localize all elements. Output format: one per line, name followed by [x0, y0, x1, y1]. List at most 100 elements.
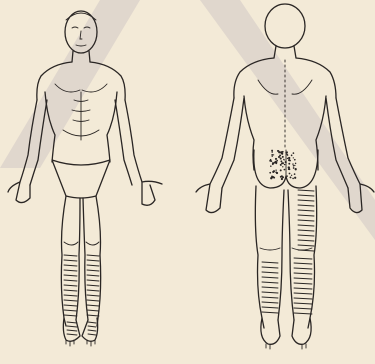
stipple-dot [290, 176, 292, 178]
front-right-shin-hatch-line [64, 285, 77, 286]
stipple-dot [270, 160, 272, 162]
stipple-dot [282, 166, 283, 167]
back-right-hand [196, 184, 222, 213]
stipple-dot [288, 166, 290, 168]
front-left-foot-hatch-line [88, 334, 96, 335]
front-left-foot-hatch-line [88, 322, 96, 323]
stipple-dot [278, 156, 280, 158]
front-right-shin-hatch-line [64, 255, 77, 256]
posterior-right-calf-hatch-line [262, 312, 278, 313]
stipple-dot [276, 160, 278, 162]
front-briefs [52, 160, 110, 198]
stipple-dot [272, 156, 273, 157]
posterior-right-calf-hatch-line [262, 272, 278, 273]
posterior-left-calf-hatch-line [294, 293, 312, 294]
stipple-dot [284, 164, 285, 165]
stipple-dot [271, 154, 273, 156]
posterior-right-calf-hatch-line [262, 262, 278, 263]
front-left-shin-hatch-line [87, 300, 99, 301]
front-right-foot [63, 318, 80, 341]
back-left-foot [292, 318, 311, 344]
stipple-dot [285, 152, 287, 154]
stipple-dot [294, 173, 296, 175]
front-left-shin-hatch-line [87, 265, 99, 266]
front-left-shin-hatch-line [87, 285, 99, 286]
posterior-right-calf-hatch-line [262, 277, 278, 278]
stipple-dot [280, 164, 282, 166]
stipple-dot [287, 154, 288, 155]
stipple-dot [286, 175, 287, 176]
front-left-shin-hatch-line [87, 275, 99, 276]
front-right-shin-hatch-line [64, 310, 77, 311]
stipple-dot [280, 169, 282, 171]
posterior-thigh-hatch-line [298, 200, 314, 201]
front-right-shin-hatch-line [64, 260, 77, 261]
front-left-hand [142, 181, 162, 205]
front-right-shin-hatch-line [64, 315, 77, 316]
stipple-dot [275, 171, 277, 173]
stipple-dot [275, 170, 276, 171]
front-left-foot-hatch-line [88, 326, 96, 327]
posterior-right-calf-hatch-line [262, 297, 278, 298]
stipple-dot [291, 155, 293, 157]
front-right-foot-hatch-line [67, 322, 77, 323]
posterior-right-calf-hatch-line [262, 267, 278, 268]
posterior-thigh-hatch-line [298, 195, 314, 196]
stipple-dot [280, 160, 282, 162]
stipple-dot [291, 175, 292, 176]
stipple-dot [283, 159, 284, 160]
front-right-foot-hatch-line [67, 326, 77, 327]
front-right-shin-hatch-line [64, 265, 77, 266]
front-left-shin-hatch-line [87, 270, 99, 271]
posterior-left-calf-hatch-line [294, 263, 312, 264]
back-right-leg [255, 186, 284, 328]
stipple-dot [287, 158, 288, 159]
posterior-right-calf-hatch-line [262, 287, 278, 288]
stipple-dot [288, 163, 290, 165]
posterior-thigh-hatch-line [298, 230, 314, 231]
buttock-stippling [269, 150, 297, 180]
posterior-thigh-hatch-line [298, 225, 314, 226]
front-right-hand [8, 182, 30, 203]
posterior-thigh-hatch-line [298, 240, 314, 241]
back-left-leg [288, 186, 317, 328]
back-head [265, 4, 305, 48]
front-right-shin-hatch-line [64, 295, 77, 296]
front-left-shin-hatch-line [87, 280, 99, 281]
front-left-shin-hatch-line [87, 290, 99, 291]
stipple-dot [294, 165, 295, 166]
front-left-shin-hatch-line [87, 295, 99, 296]
posterior-right-calf-hatch-line [262, 282, 278, 283]
stipple-dot [284, 169, 286, 171]
front-right-shin-hatch-line [64, 270, 77, 271]
stipple-dot [288, 157, 290, 159]
posterior-thigh-hatch-line [298, 235, 314, 236]
posterior-leg-hatching [262, 190, 314, 314]
posterior-left-calf-hatch-line [294, 288, 312, 289]
stipple-dot [280, 157, 282, 159]
front-left-shin-hatch-line [87, 305, 99, 306]
stipple-dot [282, 156, 284, 158]
stipple-dot [280, 176, 282, 178]
posterior-left-calf-hatch-line [294, 303, 312, 304]
posterior-left-calf-hatch-line [294, 258, 312, 259]
front-left-shin-hatch-line [87, 310, 99, 311]
posterior-left-calf-hatch-line [294, 308, 312, 309]
posterior-thigh-hatch-line [298, 250, 314, 251]
posterior-left-calf-hatch-line [294, 298, 312, 299]
posterior-left-calf-hatch-line [294, 273, 312, 274]
front-right-foot-hatch-line [67, 334, 77, 335]
stipple-dot [288, 159, 290, 161]
stipple-dot [289, 173, 291, 175]
back-right-foot [261, 318, 280, 344]
front-left-shin-hatch-line [87, 315, 99, 316]
front-left-arm [115, 100, 142, 185]
front-right-shin-hatch-line [64, 280, 77, 281]
stipple-dot [281, 178, 283, 180]
front-right-shin-hatch-line [64, 290, 77, 291]
stipple-dot [270, 165, 272, 167]
stipple-dot [272, 171, 274, 173]
stipple-dot [273, 177, 275, 179]
